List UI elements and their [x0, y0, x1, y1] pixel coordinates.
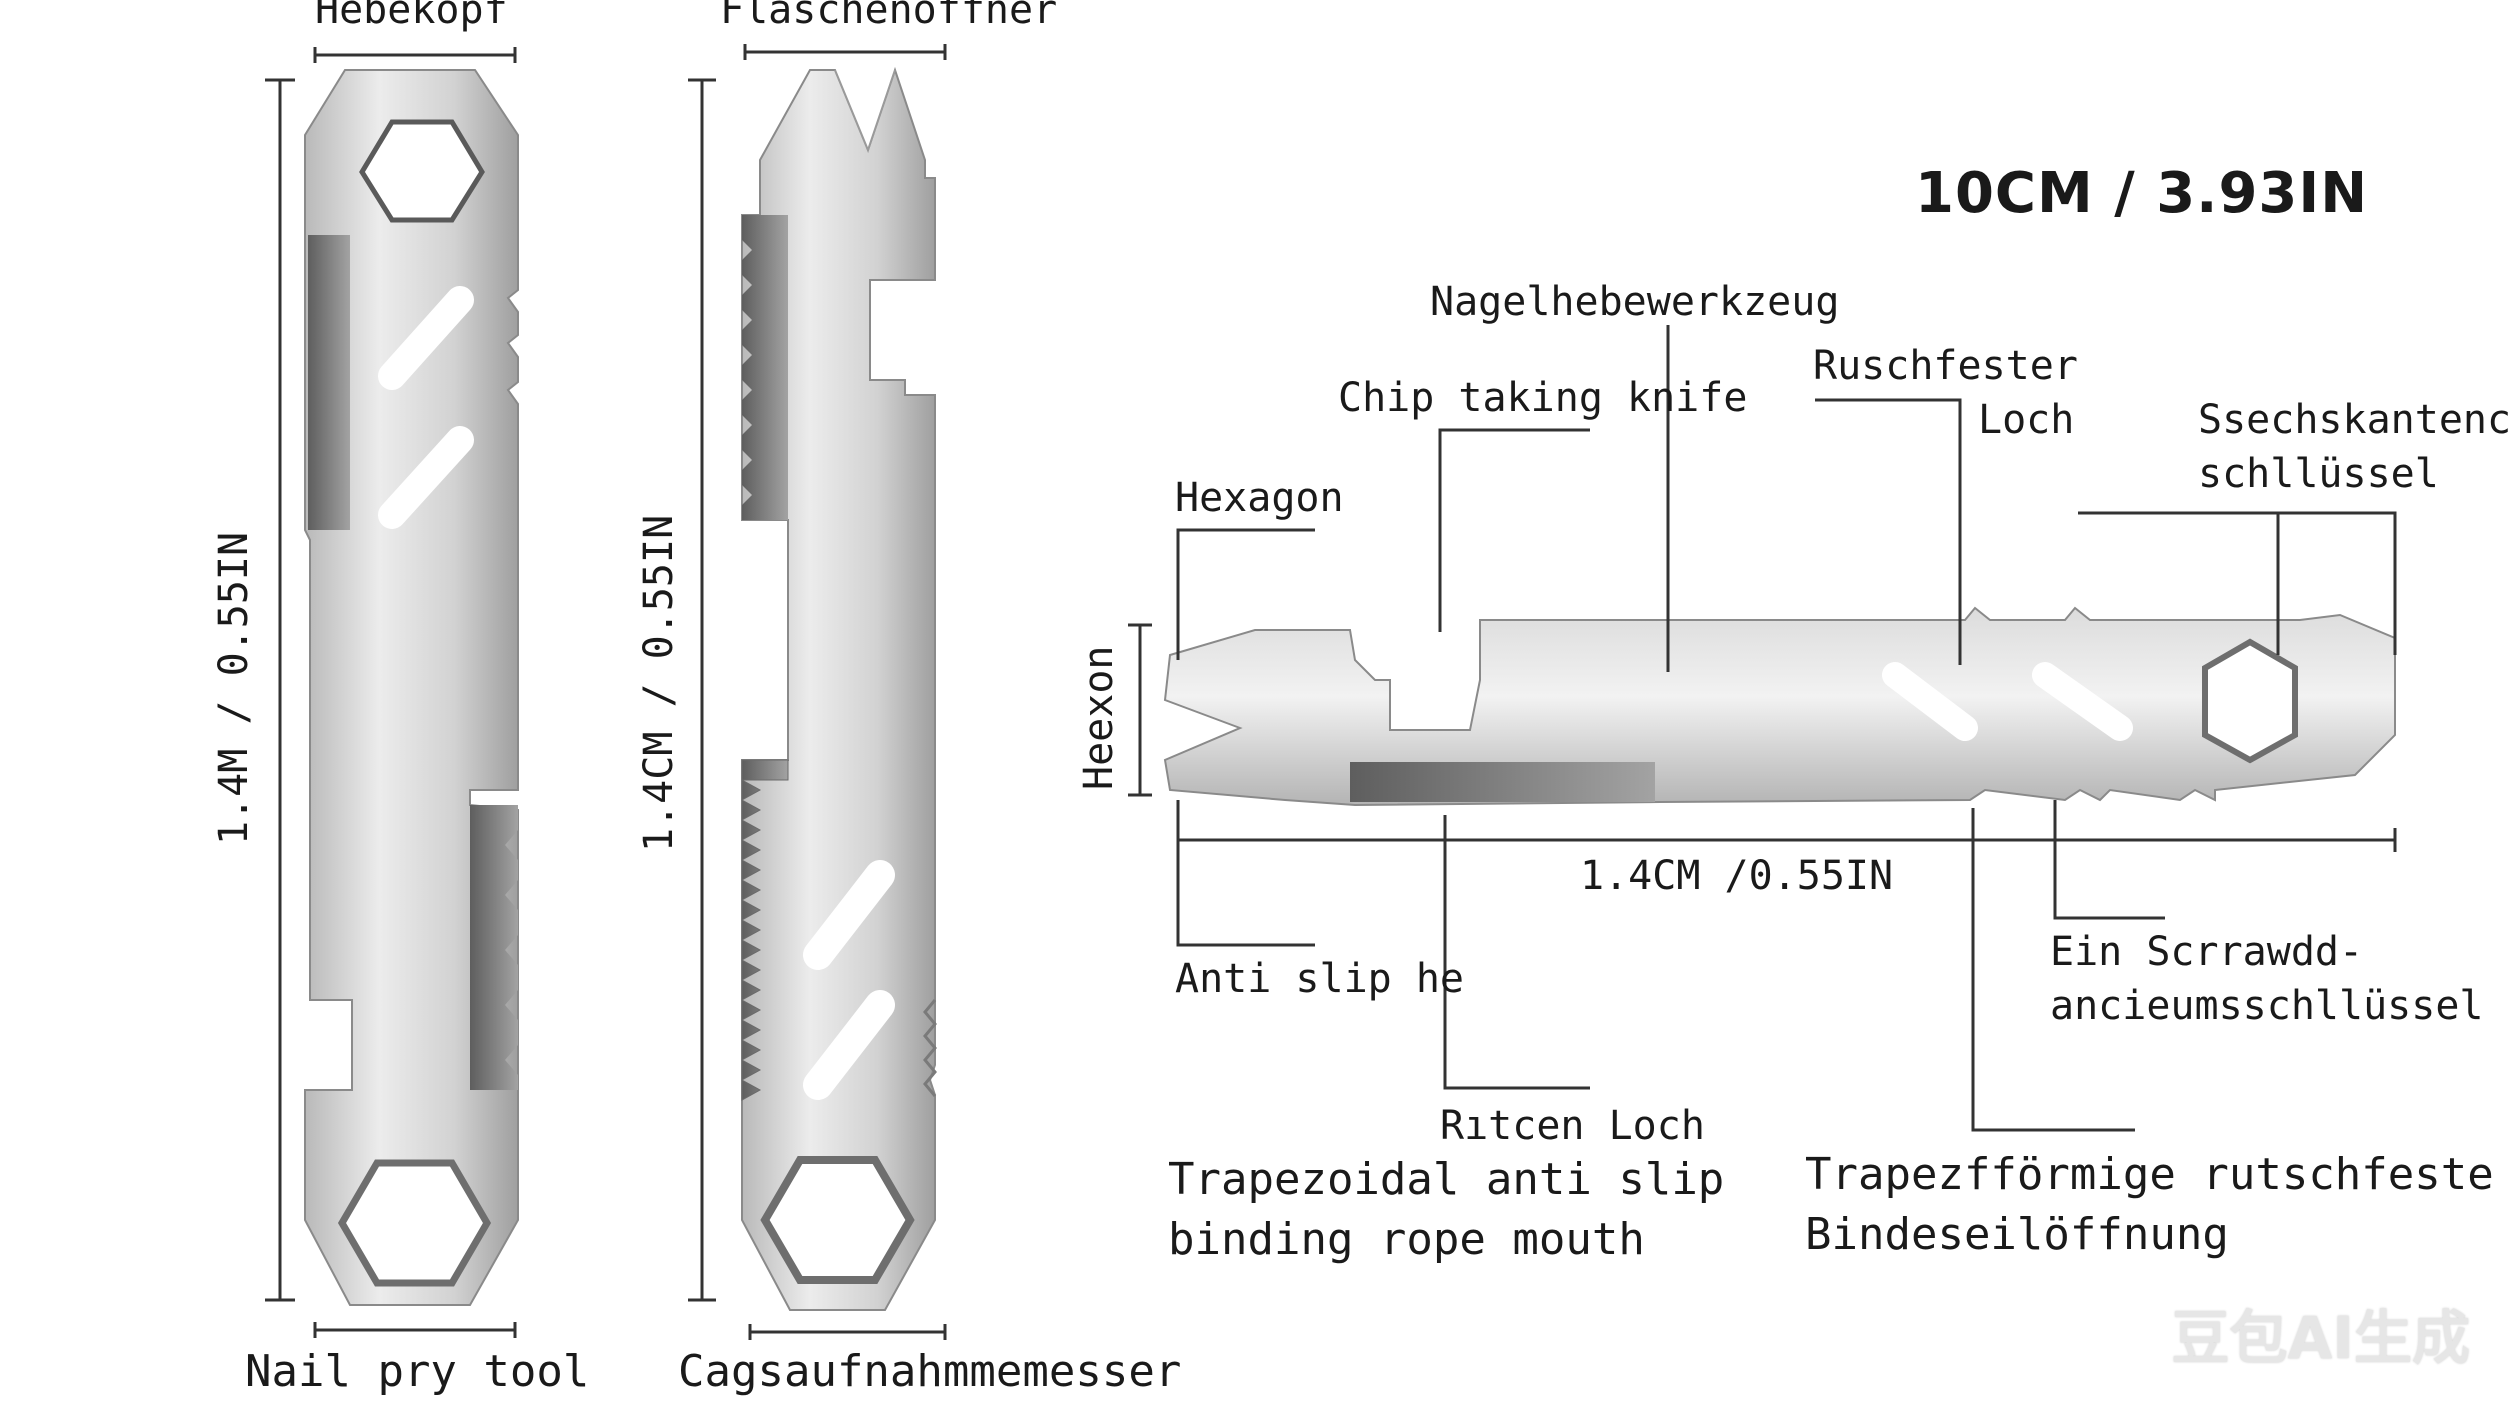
label-sechskant-1: Ssechskantencc — [2198, 397, 2510, 443]
bracket-flaschenoffner — [743, 44, 947, 60]
dim-vertical-mid — [688, 78, 716, 1302]
tool-1-serration-left — [308, 235, 350, 530]
label-flaschenoffner: Flaschenöffner — [720, 0, 1058, 33]
bracket-hebekopf — [313, 47, 517, 63]
dim-horizontal-length — [1176, 828, 2397, 852]
tool-2-serration-lower — [740, 759, 789, 1101]
dim-heexon — [1128, 623, 1152, 797]
tool-2-opener-notch — [834, 69, 896, 153]
label-screw-key-1: Ein Scrrawdd- — [2050, 929, 2364, 975]
tool-2-serration-right — [923, 999, 937, 1097]
label-nagelhebewerkzeug: Nagelhebewerkzeug — [1430, 279, 1840, 325]
bracket-cags — [748, 1324, 947, 1340]
tool-2-slot-1 — [803, 860, 895, 970]
tool-2-slot-2 — [803, 990, 895, 1100]
label-width-dimension: 1.4CM /0.55IN — [1580, 853, 1894, 899]
leader-ruschfester — [1815, 398, 1962, 665]
tool-3-hex-hole — [2202, 638, 2298, 764]
tool-2-hex-hole — [760, 1156, 915, 1284]
tool-1-nail-pry — [304, 69, 519, 1306]
label-heexon: Heexon — [1076, 645, 1122, 791]
leader-chip-knife — [1438, 428, 1590, 632]
leader-ritcen — [1443, 815, 1590, 1090]
dim-vertical-left — [265, 78, 295, 1302]
tool-3-slot-1 — [1882, 662, 1978, 741]
label-ruschfester: Ruschfester — [1813, 343, 2078, 389]
label-nail-pry-tool: Nail pry tool — [245, 1346, 590, 1397]
leader-lines — [265, 44, 2397, 1340]
label-hebekopf: Hebekopf — [315, 0, 508, 33]
tool-1-serration-right — [470, 805, 518, 1090]
label-hexagon: Hexagon — [1175, 475, 1344, 521]
leader-trapez — [1971, 808, 2135, 1132]
label-trapezformige-de-2: Bindeseilöffnung — [1805, 1209, 2229, 1260]
leader-screw — [2053, 800, 2165, 920]
tool-1-hex-hole-top — [359, 119, 485, 223]
tool-1-slot-1 — [378, 286, 474, 390]
tool-2-bottle-opener — [740, 66, 937, 1311]
leader-sechskant — [2078, 511, 2397, 655]
label-trapezformige-de-1: Trapezfförmige rutschfeste — [1805, 1149, 2494, 1200]
label-sechskant-2: schllüssel — [2198, 451, 2439, 497]
tool-1-hex-hole-bottom — [337, 1159, 492, 1287]
watermark: 豆包AI生成 — [2171, 1304, 2470, 1372]
label-screw-key-2: ancieumsschllüssel — [2050, 983, 2484, 1029]
label-length-dimension: 10CM / 3.93IN — [1915, 161, 2369, 226]
tool-3-serration — [1350, 762, 1655, 802]
tool-1-slot-2 — [378, 426, 474, 529]
label-dim-vertical-left: 1.4M / 0.55IN — [211, 531, 257, 845]
label-trapezoidal-en-2: binding rope mouth — [1168, 1214, 1645, 1265]
label-loch: Loch — [1978, 397, 2075, 443]
tool-3-body — [1163, 606, 2396, 807]
tool-3-horizontal — [1163, 606, 2396, 807]
label-trapezoidal-en-1: Trapezoidal anti slip — [1168, 1154, 1725, 1205]
bracket-nail-pry — [313, 1322, 517, 1338]
label-cagsaufnahme: Cagsaufnahmmemesser — [678, 1346, 1182, 1397]
tool-3-slot-2 — [2032, 662, 2133, 741]
leader-hexagon — [1176, 528, 1315, 660]
label-dim-vertical-mid: 1.4CM / 0.55IN — [636, 514, 682, 852]
label-ritcen-loch: Rıtcen Loch — [1440, 1103, 1705, 1149]
label-anti-slip: Anti slip he — [1175, 956, 1464, 1002]
tool-2-serration-upper — [742, 215, 788, 520]
label-chip-knife: Chip taking knife — [1338, 375, 1748, 421]
leader-anti-slip — [1176, 800, 1315, 947]
